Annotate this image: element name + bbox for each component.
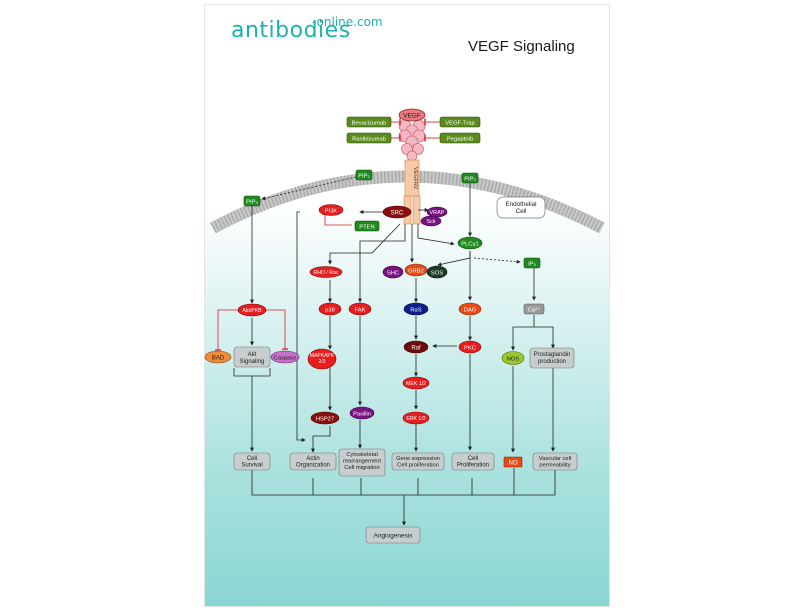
pegaptnib-label: Pegaptnib: [447, 137, 473, 143]
dag-label: DAG: [464, 308, 477, 314]
sck-label: Sck: [426, 219, 435, 225]
mek-label: MEK 1/2: [406, 381, 426, 387]
fak-label: FAK: [355, 308, 366, 314]
vegfr2-label: VEGFR2: [412, 167, 418, 189]
vegf-node: [398, 108, 426, 122]
brand-logo: antibodies: [231, 18, 351, 43]
akt-pkb-label: Akt/PKB: [242, 308, 262, 314]
vegf-ligand-cluster: [398, 119, 426, 162]
raf-label: Raf: [411, 346, 421, 352]
vrap-label: VRAP: [430, 210, 445, 216]
ip3-label: IP₃: [528, 262, 536, 268]
ranibizumab-label: Ranibizumab: [352, 137, 386, 143]
vegf-label: VEGF: [403, 113, 421, 120]
nos-label: NOS: [507, 357, 520, 363]
pip2-top-right-label: PIP₂: [464, 177, 476, 183]
p38-label: p38: [325, 308, 335, 314]
ras-label: RaS: [410, 308, 421, 314]
pip2-top-left-label: PIP₂: [358, 174, 370, 180]
bad-label: BAD: [212, 356, 225, 362]
paxillin-label: Paxillin: [353, 412, 371, 418]
pkc-label: PKC: [464, 346, 476, 352]
vegfr2-receptor-extracellular: [404, 159, 420, 197]
rho-label: RHO / Rac: [313, 270, 338, 276]
grb2-label: GRB2: [408, 269, 424, 275]
vegf-trap-label: VEGF-Trap: [445, 121, 474, 127]
pip3-label: PIP₃: [246, 200, 258, 206]
src-label: SRC: [391, 211, 404, 217]
pten-label: PTEN: [359, 225, 374, 231]
pi3k-label: PI3K: [325, 209, 337, 215]
shc-label: SHC: [387, 271, 399, 277]
ca-label: Ca²⁺: [528, 307, 540, 314]
erk-label: ERK 1/2: [406, 416, 425, 422]
sos-label: SOS: [431, 271, 443, 277]
brand-logo-suffix: -online.com: [312, 15, 383, 29]
plcg1-label: PLCγ1: [461, 242, 478, 248]
no-label: NO: [509, 461, 518, 467]
angiogenesis-label: Angiogenesis: [373, 533, 413, 540]
hsp27-label: HSP27: [316, 417, 334, 423]
page-title: VEGF Signaling: [468, 38, 575, 55]
caspase-label: Caspase: [274, 356, 297, 362]
bevacizumab-label: Bevacizumab: [352, 121, 387, 127]
